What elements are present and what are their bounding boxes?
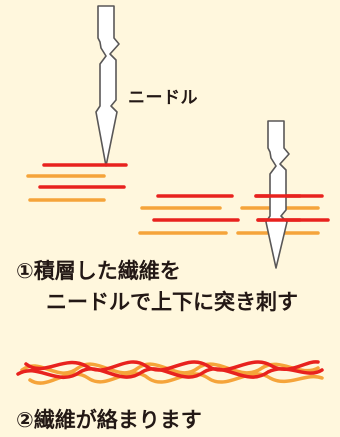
- step2-caption: ②繊維が絡まります: [16, 408, 202, 432]
- tangled-fibers-icon: [16, 360, 324, 385]
- step1-caption-line2: ニードルで上下に突き刺す: [46, 290, 298, 314]
- step1-caption-line1: ①積層した繊維を: [16, 259, 181, 283]
- needle-left-icon: [95, 5, 120, 167]
- fibers-over-needle: [254, 194, 302, 222]
- needle-label: ニードル: [128, 88, 198, 108]
- layered-fibers-right: [138, 194, 330, 235]
- layered-fibers-left: [26, 163, 128, 202]
